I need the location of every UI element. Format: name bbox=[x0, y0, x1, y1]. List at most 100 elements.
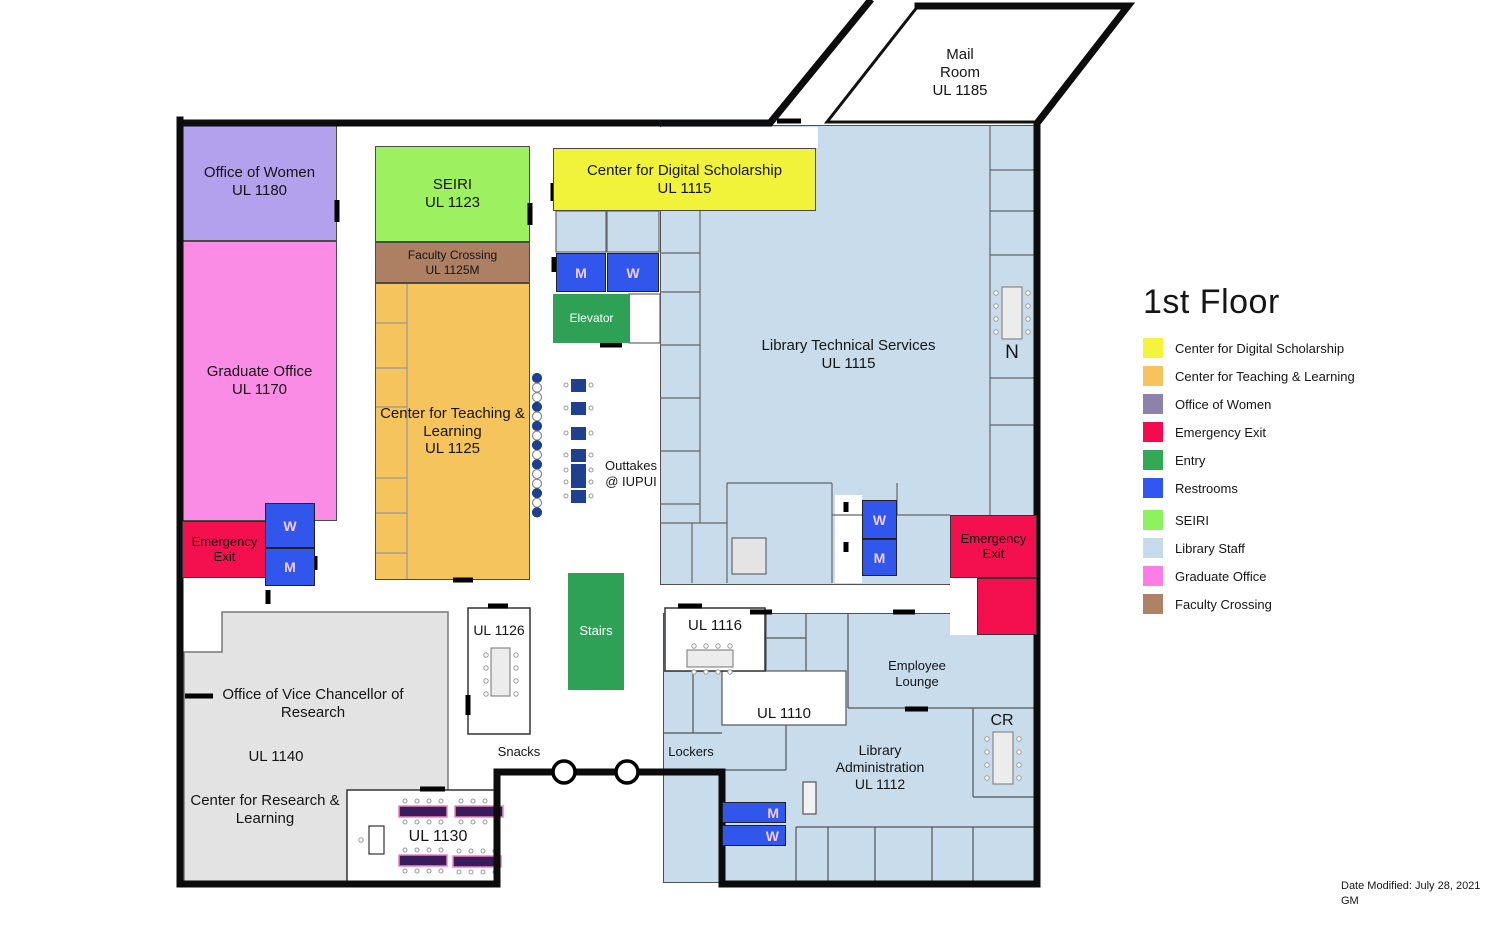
corridor-ul1110 bbox=[721, 670, 847, 726]
ul1130-tables bbox=[398, 805, 504, 868]
entry-pillars bbox=[551, 759, 640, 785]
restroom-w-label: W bbox=[626, 264, 640, 281]
stairs: Stairs bbox=[568, 573, 624, 690]
office-vice-chancellor-label: Office of Vice Chancellor of Research bbox=[222, 686, 404, 721]
legend-item: Restrooms bbox=[1143, 478, 1488, 498]
emergency-exit-right-upper: Emergency Exit bbox=[950, 515, 1037, 578]
stairs-label: Stairs bbox=[579, 623, 613, 639]
legend-item: Library Staff bbox=[1143, 538, 1488, 558]
ul1126-label: UL 1126 bbox=[473, 622, 525, 638]
restroom-m-label: M bbox=[767, 804, 779, 821]
room-number: UL 1123 bbox=[424, 194, 481, 211]
outtakes-label: Outtakes @ IUPUI bbox=[604, 458, 658, 489]
initials-text: GM bbox=[1341, 894, 1359, 907]
room-number: UL 1170 bbox=[231, 381, 288, 398]
legend-swatch bbox=[1143, 366, 1163, 386]
restroom-m-label: M bbox=[575, 264, 587, 281]
legend-swatch bbox=[1143, 594, 1163, 614]
restroom-w-center: W bbox=[607, 253, 659, 292]
legend-label: SEIRI bbox=[1175, 512, 1209, 528]
legend-label: Faculty Crossing bbox=[1175, 596, 1272, 612]
legend-label: Office of Women bbox=[1175, 396, 1272, 412]
legend-item: Faculty Crossing bbox=[1143, 594, 1488, 614]
room-number: UL 1140 bbox=[248, 748, 304, 765]
restroom-w-label: W bbox=[765, 827, 779, 844]
legend-item: Emergency Exit bbox=[1143, 422, 1488, 442]
restroom-m-right: M bbox=[862, 539, 897, 576]
legend-swatch bbox=[1143, 422, 1163, 442]
legend-title: 1st Floor bbox=[1143, 283, 1280, 321]
stool-row bbox=[531, 372, 543, 518]
legend-item: SEIRI bbox=[1143, 510, 1488, 530]
room-label: Office of Women bbox=[203, 164, 316, 182]
room-label: Center for Teaching & Learning bbox=[380, 404, 525, 440]
restroom-w-admin: W bbox=[722, 825, 786, 846]
ul1110-label: UL 1110 bbox=[757, 705, 811, 722]
lts-grid-lines bbox=[660, 125, 1037, 585]
legend-swatch bbox=[1143, 450, 1163, 470]
restroom-m-label: M bbox=[873, 549, 886, 566]
restroom-w-left: W bbox=[265, 503, 315, 548]
restroom-m-center: M bbox=[556, 253, 606, 292]
room-seiri: SEIRI UL 1123 bbox=[375, 146, 530, 242]
emergency-exit-left: Emergency Exit bbox=[182, 521, 267, 578]
room-center-digital-scholarship: Center for Digital Scholarship UL 1115 bbox=[553, 148, 816, 211]
room-number: UL 1185 bbox=[932, 82, 988, 99]
legend-label: Library Staff bbox=[1175, 540, 1245, 556]
legend-item: Center for Digital Scholarship bbox=[1143, 338, 1488, 358]
room-number: UL 1125 bbox=[424, 440, 481, 458]
restroom-w-right: W bbox=[862, 500, 897, 539]
conference-room-label: CR bbox=[990, 712, 1014, 729]
room-number: UL 1112 bbox=[854, 775, 906, 792]
legend-label: Entry bbox=[1175, 452, 1206, 468]
room-office-of-women: Office of Women UL 1180 bbox=[182, 123, 337, 241]
room-number: UL 1125M bbox=[425, 262, 480, 277]
library-administration-label: Library Administration UL 1112 bbox=[805, 742, 955, 792]
legend: 1st Floor Center for Digital Scholarship… bbox=[1143, 283, 1488, 622]
admin-walls bbox=[663, 613, 1037, 883]
legend-label: Center for Digital Scholarship bbox=[1175, 340, 1345, 356]
room-graduate-office: Graduate Office UL 1170 bbox=[182, 241, 337, 521]
employee-lounge-label: Employee Lounge bbox=[888, 658, 946, 689]
emergency-exit-label: Emergency Exit bbox=[191, 533, 258, 564]
date-modified-note: Date Modified: July 28, 2021 GM bbox=[1341, 879, 1491, 909]
legend-item: Center for Teaching & Learning bbox=[1143, 366, 1488, 386]
table-icons bbox=[368, 286, 1023, 855]
room-number: UL 1115 bbox=[821, 355, 876, 372]
legend-swatch bbox=[1143, 566, 1163, 586]
mail-room-thick-walls bbox=[914, 2, 1136, 127]
legend-swatch bbox=[1143, 338, 1163, 358]
restroom-w-label: W bbox=[872, 511, 887, 528]
elevator-label: Elevator bbox=[569, 310, 614, 325]
legend-item: Entry bbox=[1143, 450, 1488, 470]
legend-item: Office of Women bbox=[1143, 394, 1488, 414]
ctl-grid-lines bbox=[376, 284, 408, 579]
legend-swatch bbox=[1143, 478, 1163, 498]
center-research-learning-label: Center for Research & Learning bbox=[190, 792, 340, 827]
north-room-label: N bbox=[1005, 342, 1019, 363]
room-number: UL 1115 bbox=[657, 179, 712, 197]
legend-swatch bbox=[1143, 510, 1163, 530]
ul1130-label: UL 1130 bbox=[408, 828, 468, 845]
room-label: Library Technical Services bbox=[761, 337, 936, 355]
ul1140-label: UL 1140 bbox=[226, 748, 326, 766]
door-marks bbox=[185, 118, 928, 792]
legend-label: Center for Teaching & Learning bbox=[1175, 368, 1355, 384]
elevator: Elevator bbox=[553, 294, 630, 343]
room-center-teaching-learning: Center for Teaching & Learning UL 1125 bbox=[375, 283, 530, 580]
mail-room-label: Mail Room UL 1185 bbox=[900, 46, 1020, 100]
legend-label: Graduate Office bbox=[1175, 568, 1267, 584]
restroom-m-admin: M bbox=[722, 802, 786, 823]
outtakes-tables bbox=[571, 379, 586, 503]
snacks-label: Snacks bbox=[497, 744, 541, 759]
legend-label: Emergency Exit bbox=[1175, 424, 1267, 440]
legend-swatch bbox=[1143, 394, 1163, 414]
restroom-w-label: W bbox=[283, 517, 297, 534]
room-label: Graduate Office bbox=[206, 363, 313, 381]
restroom-m-left: M bbox=[265, 548, 315, 586]
room-label: Center for Digital Scholarship bbox=[586, 162, 783, 180]
building-walls bbox=[176, 0, 1041, 888]
cds-cells bbox=[555, 210, 660, 253]
